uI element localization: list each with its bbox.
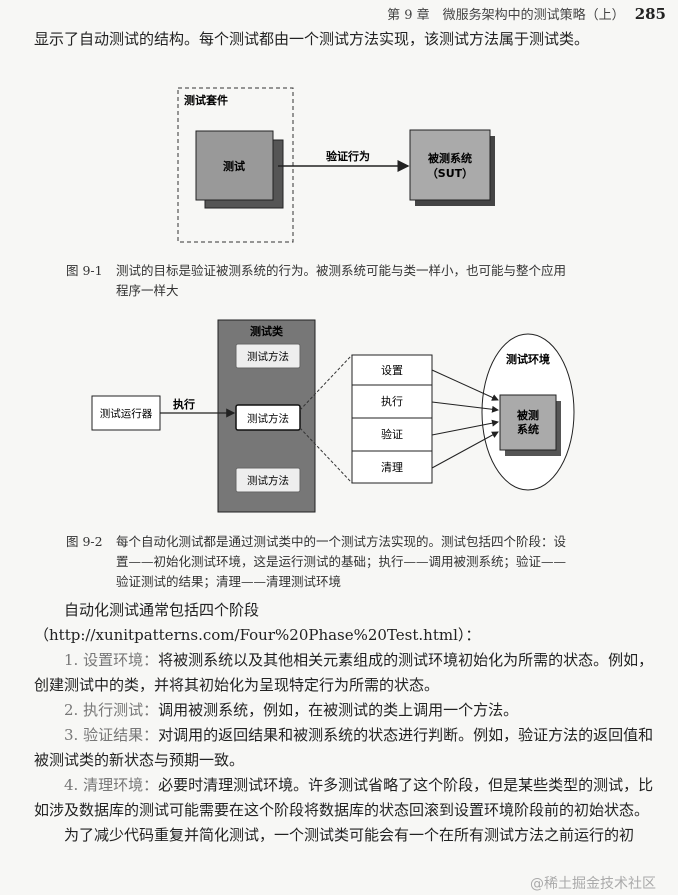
sut-label-2: 系统 bbox=[517, 422, 539, 436]
figure-9-1-diagram: 测试套件 测试 验证行为 被测系统 （SUT） bbox=[177, 87, 495, 243]
sut-label-1: 被测系统 bbox=[428, 151, 472, 165]
chapter-title: 第 9 章 微服务架构中的测试策略（上） bbox=[387, 8, 625, 23]
phase-verify: 验证 bbox=[381, 427, 403, 441]
step-execute-lead: 2. 执行测试： bbox=[64, 701, 159, 719]
step-teardown: 4. 清理环境：必要时清理测试环境。许多测试省略了这个阶段，但是某些类型的测试，… bbox=[34, 773, 662, 823]
step-setup: 1. 设置环境：将被测系统以及其他相关元素组成的测试环境初始化为所需的状态。例如… bbox=[34, 648, 662, 698]
figure-9-2-diagram: 测试类 测试方法 测试方法 测试方法 测试运行器 执行 设置 执行 验证 清理 … bbox=[91, 319, 575, 513]
body-text: 自动化测试通常包括四个阶段（http://xunitpatterns.com/F… bbox=[34, 598, 662, 848]
test-class-label: 测试类 bbox=[250, 324, 284, 338]
caption-line: 每个自动化测试都是通过测试类中的一个测试方法实现的。测试包括四个阶段：设 bbox=[116, 534, 567, 549]
step-setup-lead: 1. 设置环境： bbox=[64, 651, 159, 669]
step-verify: 3. 验证结果：对调用的返回结果和被测系统的状态进行判断。例如，验证方法的返回值… bbox=[34, 723, 662, 773]
caption-line: 程序一样大 bbox=[116, 283, 179, 298]
step-teardown-lead: 4. 清理环境： bbox=[64, 776, 159, 794]
watermark: @稀土掘金技术社区 bbox=[530, 876, 656, 892]
phases-intro: 自动化测试通常包括四个阶段（http://xunitpatterns.com/F… bbox=[34, 601, 481, 644]
figure-9-2-caption: 图 9-2 每个自动化测试都是通过测试类中的一个测试方法实现的。测试包括四个阶段：… bbox=[66, 532, 566, 592]
step-verify-text: 对调用的返回结果和被测系统的状态进行判断。例如，验证方法的返回值和被测试类的新状… bbox=[34, 726, 654, 769]
execute-label: 执行 bbox=[173, 397, 195, 411]
caption-line: 测试的目标是验证被测系统的行为。被测系统可能与类一样小，也可能与整个应用 bbox=[116, 263, 567, 278]
step-setup-text: 将被测系统以及其他相关元素组成的测试环境初始化为所需的状态。例如，创建测试中的类… bbox=[34, 651, 654, 694]
phase-list: 设置 执行 验证 清理 bbox=[352, 364, 432, 474]
caption-number: 图 9-2 bbox=[66, 534, 103, 549]
test-method-1 bbox=[235, 343, 301, 369]
phase-arrow bbox=[431, 369, 499, 401]
page-number: 285 bbox=[634, 5, 666, 23]
final-paragraph: 为了减少代码重复并简化测试，一个测试类可能会有一个在所有测试方法之前运行的初 bbox=[64, 826, 635, 844]
step-verify-lead: 3. 验证结果： bbox=[64, 726, 159, 744]
step-execute: 2. 执行测试：调用被测系统，例如，在被测试的类上调用一个方法。 bbox=[34, 698, 662, 723]
test-suite-box bbox=[177, 87, 294, 243]
test-label: 测试 bbox=[223, 159, 245, 173]
caption-line: 置——初始化测试环境，这是运行测试的基础；执行——调用被测系统；验证—— bbox=[116, 554, 567, 569]
verify-label: 验证行为 bbox=[326, 149, 370, 163]
phase-arrow bbox=[431, 431, 499, 469]
phase-teardown: 清理 bbox=[381, 461, 403, 474]
test-method-2-label: 测试方法 bbox=[247, 412, 289, 425]
test-method-2 bbox=[235, 404, 301, 431]
running-header: 第 9 章 微服务架构中的测试策略（上） 285 bbox=[387, 4, 666, 23]
figure-9-1-caption: 图 9-1 测试的目标是验证被测系统的行为。被测系统可能与类一样小，也可能与整个应… bbox=[66, 261, 566, 301]
phase-arrow bbox=[431, 401, 499, 413]
test-environment-label: 测试环境 bbox=[506, 352, 550, 366]
step-execute-text: 调用被测系统，例如，在被测试的类上调用一个方法。 bbox=[158, 701, 519, 719]
test-suite-label: 测试套件 bbox=[184, 93, 228, 107]
sut-label-1: 被测 bbox=[517, 408, 539, 422]
test-box bbox=[195, 130, 274, 201]
dashed-connector bbox=[299, 427, 353, 484]
sut-box bbox=[409, 129, 491, 201]
caption-line: 验证测试的结果；清理——清理测试环境 bbox=[116, 574, 342, 589]
phase-box bbox=[351, 354, 433, 484]
phase-execute: 执行 bbox=[381, 394, 403, 408]
phase-arrow bbox=[431, 419, 499, 436]
test-method-3 bbox=[235, 467, 301, 493]
sut-box bbox=[499, 394, 557, 451]
dashed-connector bbox=[299, 354, 353, 411]
phase-setup: 设置 bbox=[381, 364, 403, 377]
test-method-3-label: 测试方法 bbox=[247, 474, 289, 487]
caption-number: 图 9-1 bbox=[66, 263, 103, 278]
test-runner-label: 测试运行器 bbox=[100, 407, 153, 420]
test-method-1-label: 测试方法 bbox=[247, 350, 289, 363]
sut-label-2: （SUT） bbox=[427, 167, 473, 180]
intro-paragraph: 显示了自动测试的结构。每个测试都由一个测试方法实现，该测试方法属于测试类。 bbox=[34, 30, 590, 48]
step-teardown-text: 必要时清理测试环境。许多测试省略了这个阶段，但是某些类型的测试，比如涉及数据库的… bbox=[34, 776, 654, 819]
